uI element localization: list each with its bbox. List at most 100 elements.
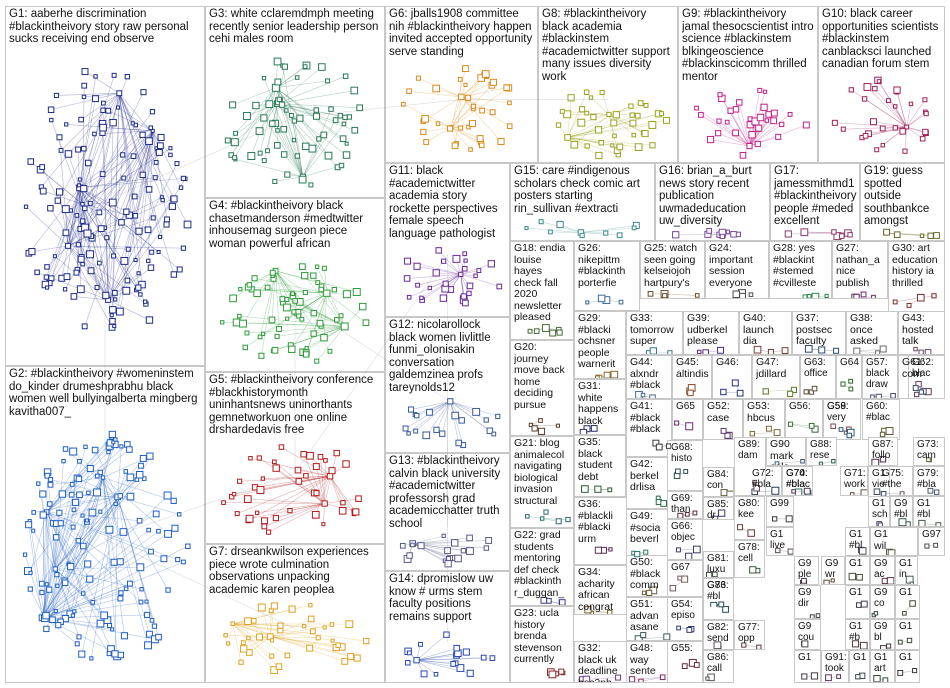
node (792, 490, 796, 494)
node (556, 519, 561, 524)
node (721, 389, 726, 394)
node (407, 651, 411, 655)
group-g24: G24: important session everyone (705, 241, 769, 299)
node (49, 478, 53, 482)
node (247, 636, 250, 639)
node (935, 490, 939, 494)
node (279, 102, 284, 107)
node (139, 600, 143, 604)
group-g73: G73: cam (913, 437, 945, 466)
node (248, 153, 255, 160)
node (109, 431, 115, 437)
edge (32, 246, 68, 252)
node (55, 198, 60, 203)
node (273, 179, 277, 183)
node (77, 635, 81, 639)
node (116, 308, 123, 315)
node (484, 418, 488, 422)
group-label: G23: ucla history brenda stevenson curre… (514, 608, 571, 666)
group-g88: G88: rese (806, 437, 837, 466)
node (303, 352, 308, 357)
node (64, 274, 70, 280)
node (171, 196, 177, 202)
node (102, 101, 106, 105)
node (684, 470, 688, 474)
node (72, 508, 76, 512)
node (718, 347, 724, 353)
node (81, 592, 84, 595)
node (169, 153, 172, 156)
group-g32: G32: black uk deadline bsc2ph (574, 641, 627, 683)
group-g84: G84: con (703, 467, 734, 497)
node (480, 108, 485, 113)
node (566, 517, 570, 521)
group-g1i: G1 (895, 619, 920, 650)
node (880, 126, 885, 131)
node (812, 386, 817, 391)
node (875, 148, 879, 152)
group-label: G39: udberkel please (687, 313, 736, 348)
node (582, 486, 589, 493)
node (119, 220, 125, 226)
node (309, 145, 316, 152)
node (153, 511, 159, 517)
node (650, 143, 655, 148)
node (292, 138, 295, 141)
group-label: G72: #bla (752, 468, 779, 490)
node (157, 250, 160, 253)
node (925, 350, 931, 354)
node (849, 573, 855, 579)
node (71, 294, 77, 300)
node (65, 151, 71, 157)
node (24, 205, 27, 208)
node (923, 98, 927, 102)
node (186, 544, 190, 548)
node (661, 501, 667, 507)
group-g52: G52: case (703, 399, 743, 440)
node (70, 482, 74, 486)
node (839, 234, 844, 239)
node (81, 202, 84, 205)
group-label: G9 bl (874, 621, 892, 643)
group-label: G9 dir (798, 587, 818, 609)
group-label: G80: kee (738, 498, 762, 520)
node (259, 353, 264, 358)
node (249, 457, 252, 460)
node (231, 622, 235, 626)
node (137, 272, 140, 275)
node (765, 119, 768, 122)
node (124, 209, 129, 214)
node (881, 144, 884, 147)
node (315, 265, 318, 268)
node (71, 614, 74, 617)
node (440, 295, 446, 301)
node (101, 108, 105, 112)
node (156, 149, 162, 155)
node (258, 151, 262, 155)
node (763, 389, 768, 394)
node (421, 129, 426, 134)
node (169, 147, 172, 150)
node (48, 206, 53, 211)
node (416, 283, 420, 287)
group-label: G28: yes #blackint #stemed #cvilleste (773, 243, 829, 289)
node (312, 511, 319, 518)
node (703, 350, 709, 354)
group-label: G50: #black comm (630, 557, 669, 592)
node (914, 347, 917, 350)
node (56, 623, 61, 628)
node (182, 560, 186, 564)
node (422, 116, 429, 123)
group-label: G79: #bla (917, 468, 942, 490)
node (863, 134, 868, 139)
node (440, 431, 445, 436)
group-label: G1 (849, 558, 867, 569)
node (221, 321, 224, 324)
node (351, 87, 358, 94)
node (181, 176, 185, 180)
node (609, 548, 612, 551)
node (444, 632, 449, 637)
node (733, 291, 739, 297)
node (131, 154, 136, 159)
node (54, 609, 57, 612)
